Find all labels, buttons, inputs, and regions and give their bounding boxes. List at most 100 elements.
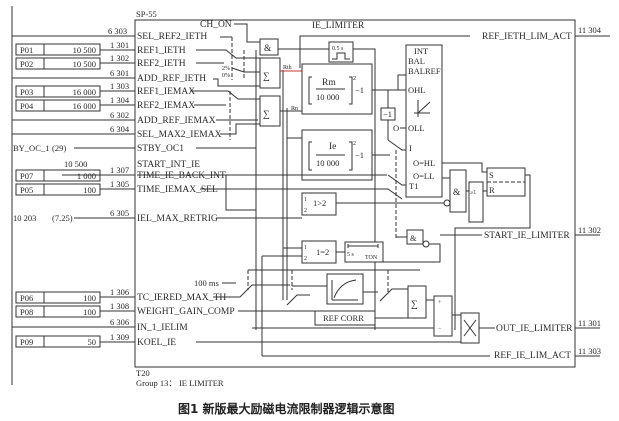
svg-text:P01: P01 <box>20 45 33 55</box>
output-out-ie-limiter: OUT_IE_LIMITER <box>496 324 573 334</box>
addr-6303: 6 303 <box>108 26 127 36</box>
formula-rm-block: Rm 10 000 2 −1 <box>301 63 373 115</box>
svg-text:O=LL: O=LL <box>413 171 434 181</box>
svg-text:1: 1 <box>304 245 307 251</box>
input-start-int-ie: START_INT_IE <box>137 160 200 170</box>
svg-text:∑: ∑ <box>411 300 418 310</box>
svg-text:1 303: 1 303 <box>110 81 129 91</box>
main-function-block <box>134 19 576 368</box>
svg-text:1 304: 1 304 <box>110 95 130 105</box>
svg-text:&: & <box>453 188 461 198</box>
svg-text:−1: −1 <box>383 109 392 119</box>
addr-11302: 11 302 <box>578 225 601 235</box>
and-gate-start: & <box>406 229 430 248</box>
output-start-ie-limiter: START_IE_LIMITER <box>484 231 570 241</box>
svg-text:OLL: OLL <box>408 123 425 133</box>
svg-text:100: 100 <box>83 293 96 303</box>
svg-text:P06: P06 <box>20 293 33 303</box>
svg-text:1 307: 1 307 <box>110 165 129 175</box>
lag-filter-block <box>326 273 364 305</box>
svg-text:1 309: 1 309 <box>110 332 129 342</box>
svg-text:1 305: 1 305 <box>110 179 129 189</box>
svg-text:1 302: 1 302 <box>110 53 129 63</box>
param-p03: P03 16 000 1 303 REF1_IEMAX <box>15 81 195 98</box>
input-iel-max-retrig: IEL_MAX_RETRIG <box>137 214 218 224</box>
or-gate: ≥1 <box>468 181 484 223</box>
addr-6304: 6 304 <box>110 124 130 134</box>
svg-text:≥1: ≥1 <box>470 190 476 196</box>
svg-text:2: 2 <box>304 256 307 262</box>
svg-text:TON: TON <box>365 255 378 261</box>
o-label: O <box>393 123 399 133</box>
svg-text:REF2_IEMAX: REF2_IEMAX <box>137 101 195 111</box>
svg-text:TC_IERED_MAX_TH: TC_IERED_MAX_TH <box>137 293 226 303</box>
svg-text:REF CORR: REF CORR <box>323 313 364 323</box>
svg-text:+: + <box>438 300 442 306</box>
addr-6302: 6 302 <box>110 110 129 120</box>
svg-text:50: 50 <box>88 337 97 347</box>
output-ref-ie-lim-act: REF_IE_LIM_ACT <box>494 351 571 361</box>
svg-text:1 000: 1 000 <box>77 171 96 181</box>
svg-text:1: 1 <box>304 197 307 203</box>
and-gate-ch-on: & <box>259 38 279 56</box>
input-stby-oc1: STBY_OC1 <box>137 144 184 154</box>
svg-text:2: 2 <box>353 76 356 82</box>
svg-text:P05: P05 <box>20 185 33 195</box>
and-gate-int: & <box>443 169 467 213</box>
param-p01: P01 10 500 1 301 REF1_IETH <box>15 40 186 56</box>
sum-rn: ∑ <box>259 95 281 127</box>
svg-text:&: & <box>410 233 417 243</box>
svg-text:REF2_IETH: REF2_IETH <box>137 59 186 69</box>
ton-timer: 5 s TON <box>344 241 384 263</box>
multiplier-block <box>460 312 480 344</box>
svg-text:P04: P04 <box>20 101 34 111</box>
sheet-id: SP-55 <box>136 9 157 19</box>
svg-text:WEIGHT_GAIN_COMP: WEIGHT_GAIN_COMP <box>137 307 235 317</box>
source-by-oc-1: BY_OC_1 <box>13 143 49 153</box>
svg-text:∑: ∑ <box>263 110 270 120</box>
sum-output: ∑ <box>407 285 427 319</box>
svg-text:REF1_IEMAX: REF1_IEMAX <box>137 87 195 97</box>
footer-code: T20 <box>136 368 150 378</box>
param-p08: P08 100 1 308 WEIGHT_GAIN_COMP <box>15 301 235 318</box>
subtractor-block: + − <box>433 295 453 337</box>
svg-text:OHL: OHL <box>408 85 425 95</box>
output-ref-ieth-lim-act: REF_IETH_LIM_ACT <box>482 32 572 42</box>
figure-caption: 图1 新版最大励磁电流限制器逻辑示意图 <box>178 401 395 416</box>
svg-text:100: 100 <box>83 185 96 195</box>
label-100ms: 100 ms <box>194 278 219 288</box>
svg-text:1>2: 1>2 <box>313 198 326 208</box>
negate-block: −1 <box>380 107 396 121</box>
input-sel-max2-iemax: SEL_MAX2_IEMAX <box>137 130 222 140</box>
sum-rth: ∑ <box>259 57 281 89</box>
ch-on-label: CH_ON <box>200 20 232 30</box>
svg-text:Ie: Ie <box>329 142 336 152</box>
p07-value-over: 10 500 <box>64 159 87 169</box>
svg-text:∑: ∑ <box>263 72 270 82</box>
svg-text:2: 2 <box>304 208 307 214</box>
addr-6301: 6 301 <box>110 68 129 78</box>
input-in-1-ielim: IN_1_IELIM <box>137 323 188 333</box>
source-10203-value: (7.25) <box>52 213 73 223</box>
input-add-ref-iemax: ADD_REF_IEMAX <box>137 116 216 126</box>
rn-label: Rn <box>291 106 298 112</box>
block-title: IE_LIMITER <box>312 21 365 31</box>
svg-text:1 301: 1 301 <box>110 40 129 50</box>
svg-text:&: & <box>264 44 272 54</box>
svg-text:100: 100 <box>83 307 96 317</box>
svg-text:P02: P02 <box>20 59 33 69</box>
svg-text:0.5 s: 0.5 s <box>332 46 344 52</box>
rth-label: Rth <box>283 65 292 71</box>
svg-text:10 500: 10 500 <box>73 45 96 55</box>
svg-text:1 306: 1 306 <box>110 287 129 297</box>
param-p09: P09 50 1 309 KOEL_IE <box>15 332 176 348</box>
svg-text:2: 2 <box>353 141 356 147</box>
pulse-0-5s-block: 0.5 s <box>328 41 354 63</box>
svg-text:1 308: 1 308 <box>110 301 129 311</box>
param-p07: P07 1 000 1 307 TIME_IE_BACK_INT <box>15 165 226 182</box>
svg-text:10 000: 10 000 <box>316 158 339 168</box>
svg-text:1=2: 1=2 <box>316 247 329 257</box>
svg-text:Rm: Rm <box>322 78 336 88</box>
svg-text:KOEL_IE: KOEL_IE <box>137 338 176 348</box>
svg-text:P07: P07 <box>20 171 33 181</box>
